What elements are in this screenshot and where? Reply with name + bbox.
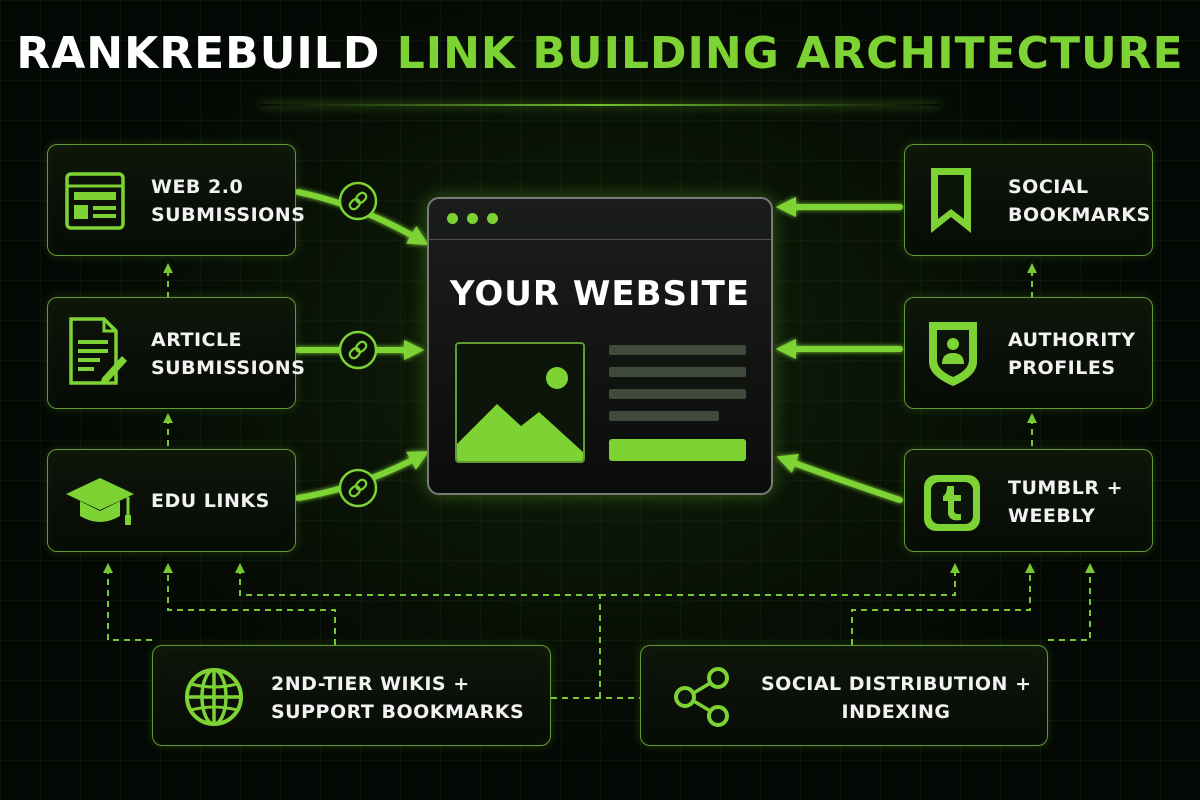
- node-label-line2: SUBMISSIONS: [151, 357, 306, 379]
- dashed-social-to-tumblr-mid: [851, 563, 1035, 645]
- window-dot-icon: [447, 213, 458, 224]
- cta-button-placeholder: [609, 439, 746, 461]
- node-label-line1: WEB 2.0: [151, 176, 244, 198]
- link-badges: [338, 181, 378, 508]
- dashed-social-to-tumblr-outer: [1048, 563, 1095, 641]
- node-label-line1: 2ND-TIER WIKIS +: [271, 673, 470, 695]
- globe-icon: [185, 668, 243, 726]
- dashed-wikis-to-edu-inner: [235, 563, 601, 698]
- node-label-line2: PROFILES: [1008, 357, 1116, 379]
- window-dot-icon: [467, 213, 478, 224]
- node-authority-profiles: AUTHORITY PROFILES: [904, 297, 1153, 409]
- tumblr-icon: [924, 475, 980, 531]
- node-label-line1: TUMBLR +: [1008, 477, 1124, 499]
- arrow-tumblr-to-website: [776, 453, 903, 503]
- node-web20-submissions: WEB 2.0 SUBMISSIONS: [47, 144, 305, 256]
- node-label-line1: EDU LINKS: [151, 490, 270, 512]
- text-placeholder-line: [609, 345, 746, 355]
- share-icon: [674, 667, 729, 727]
- text-placeholder-line: [609, 367, 746, 377]
- profile-shield-icon: [929, 322, 977, 386]
- node-social-distribution: SOCIAL DISTRIBUTION + INDEXING: [640, 645, 1048, 746]
- node-label-line2: BOOKMARKS: [1008, 204, 1151, 226]
- chain-link-icon: [338, 468, 378, 508]
- text-placeholder-line: [609, 389, 746, 399]
- window-title-bar: [429, 199, 771, 240]
- dashed-social-to-tumblr-inner: [600, 563, 960, 596]
- node-article-submissions: ARTICLE SUBMISSIONS: [47, 297, 305, 409]
- browser-window-icon: [65, 172, 125, 230]
- node-label-line1: SOCIAL: [1008, 176, 1089, 198]
- node-label-line2: SUPPORT BOOKMARKS: [271, 701, 525, 723]
- node-label-line1: AUTHORITY: [1008, 329, 1136, 351]
- node-label-line2: INDEXING: [841, 701, 951, 723]
- document-pen-icon: [69, 317, 127, 385]
- title-main: LINK BUILDING ARCHITECTURE: [396, 28, 1184, 79]
- dashed-wikis-to-edu-mid: [163, 563, 336, 645]
- title-underline: [260, 104, 940, 106]
- node-2nd-tier-wikis: 2ND-TIER WIKIS + SUPPORT BOOKMARKS: [152, 645, 551, 746]
- text-placeholder-line: [609, 411, 719, 421]
- title-brand: RANKREBUILD: [16, 28, 381, 79]
- node-label-line1: ARTICLE: [151, 329, 243, 351]
- your-website-window: YOUR WEBSITE: [427, 197, 773, 495]
- graduation-cap-icon: [66, 478, 134, 525]
- chain-link-icon: [338, 181, 378, 221]
- website-title: YOUR WEBSITE: [449, 274, 751, 314]
- node-label-line1: SOCIAL DISTRIBUTION +: [761, 673, 1032, 695]
- bookmark-icon: [931, 168, 971, 233]
- node-tumblr-weebly: TUMBLR + WEEBLY: [904, 449, 1153, 552]
- diagram-title: RANKREBUILD LINK BUILDING ARCHITECTURE: [0, 28, 1200, 79]
- node-label-line2: WEEBLY: [1008, 505, 1096, 527]
- dashed-wikis-to-edu-outer: [103, 563, 152, 641]
- node-label-line2: SUBMISSIONS: [151, 204, 306, 226]
- chain-link-icon: [338, 330, 378, 370]
- node-edu-links: EDU LINKS: [47, 449, 296, 552]
- window-dot-icon: [487, 213, 498, 224]
- node-social-bookmarks: SOCIAL BOOKMARKS: [904, 144, 1153, 256]
- image-placeholder-icon: [455, 342, 585, 463]
